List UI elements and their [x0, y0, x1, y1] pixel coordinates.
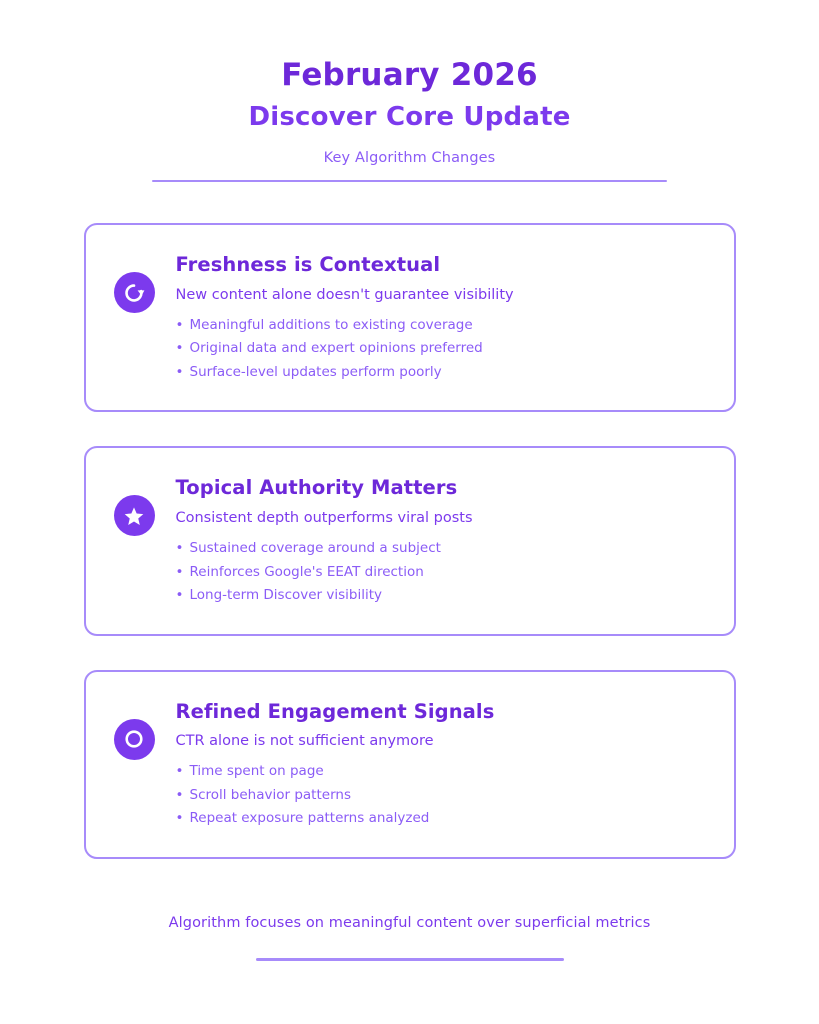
list-item-label: Original data and expert opinions prefer… — [189, 340, 483, 357]
list-item: • Time spent on page — [176, 760, 710, 784]
card-subtitle: New content alone doesn't guarantee visi… — [175, 286, 514, 303]
card-title: Freshness is Contextual — [175, 253, 441, 277]
card-topical-authority[interactable]: Topical Authority Matters Consistent dep… — [83, 446, 736, 636]
list-item: • Scroll behavior patterns — [176, 784, 710, 808]
list-item: • Repeat exposure patterns analyzed — [176, 807, 710, 831]
card-bullet-list: • Sustained coverage around a subject • Re… — [176, 537, 710, 608]
page-title: February 2026 — [281, 57, 538, 93]
target-ring-icon — [113, 718, 155, 760]
card-icon-container — [113, 718, 155, 760]
footer-summary: Algorithm focuses on meaningful content … — [168, 914, 651, 931]
bullet-marker: • — [175, 587, 184, 604]
header: February 2026 Discover Core Update Key A… — [0, 0, 819, 183]
card-icon-container — [113, 495, 155, 537]
card-subtitle: Consistent depth outperforms viral posts — [175, 509, 473, 526]
bullet-marker: • — [175, 810, 184, 827]
list-item-label: Sustained coverage around a subject — [189, 539, 441, 556]
refresh-icon — [113, 272, 155, 314]
list-item-label: Surface-level updates perform poorly — [189, 363, 442, 380]
card-engagement-signals[interactable]: Refined Engagement Signals CTR alone is … — [83, 669, 736, 859]
list-item-label: Reinforces Google's EEAT direction — [189, 563, 424, 580]
bullet-marker: • — [175, 763, 184, 780]
card-bullet-list: • Time spent on page • Scroll behavior pat… — [176, 760, 710, 831]
list-item-label: Long-term Discover visibility — [189, 587, 383, 604]
list-item: • Sustained coverage around a subject — [176, 537, 710, 561]
card-list: Freshness is Contextual New content alon… — [0, 223, 819, 859]
header-divider — [152, 180, 667, 183]
list-item: • Reinforces Google's EEAT direction — [176, 561, 710, 585]
page-kicker: Key Algorithm Changes — [323, 150, 496, 167]
card-body: Freshness is Contextual New content alon… — [176, 253, 710, 384]
list-item-label: Meaningful additions to existing coverag… — [189, 316, 473, 333]
list-item: • Original data and expert opinions prefe… — [176, 337, 710, 361]
bullet-marker: • — [175, 340, 184, 357]
card-bullet-list: • Meaningful additions to existing covera… — [176, 314, 710, 385]
page-subtitle: Discover Core Update — [248, 101, 571, 132]
footer: Algorithm focuses on meaningful content … — [0, 915, 819, 961]
bullet-marker: • — [175, 539, 184, 556]
card-subtitle: CTR alone is not sufficient anymore — [175, 733, 434, 750]
bullet-marker: • — [175, 316, 184, 333]
star-icon — [113, 495, 155, 537]
list-item-label: Repeat exposure patterns analyzed — [189, 810, 430, 827]
list-item: • Long-term Discover visibility — [176, 584, 710, 608]
card-title: Refined Engagement Signals — [175, 699, 495, 723]
bullet-marker: • — [175, 363, 184, 380]
card-icon-container — [113, 272, 155, 314]
list-item: • Surface-level updates perform poorly — [176, 361, 710, 385]
footer-divider — [255, 957, 564, 961]
list-item-label: Scroll behavior patterns — [189, 786, 351, 803]
bullet-marker: • — [175, 563, 184, 580]
list-item-label: Time spent on page — [189, 763, 324, 780]
list-item: • Meaningful additions to existing covera… — [176, 314, 710, 338]
card-body: Topical Authority Matters Consistent dep… — [176, 476, 710, 607]
card-freshness[interactable]: Freshness is Contextual New content alon… — [83, 223, 736, 413]
card-title: Topical Authority Matters — [175, 476, 458, 500]
card-body: Refined Engagement Signals CTR alone is … — [176, 700, 710, 831]
bullet-marker: • — [175, 786, 184, 803]
